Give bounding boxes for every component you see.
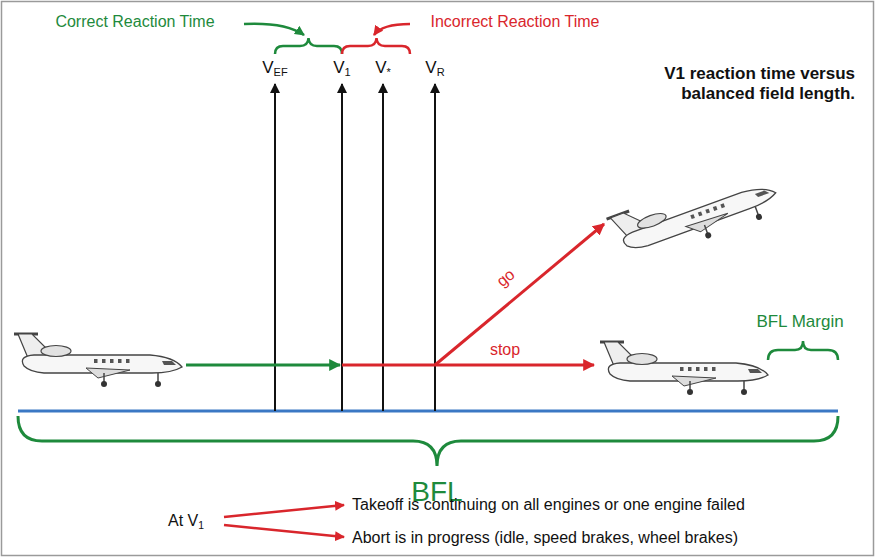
speed-label: V1	[333, 58, 351, 78]
correct-brace	[275, 38, 342, 54]
speed-label: V*	[375, 58, 391, 78]
outcome-label: Takeoff is continuing on all engines or …	[352, 496, 745, 514]
diagram-title: V1 reaction time versus balanced field l…	[615, 64, 855, 105]
branch-label: At V1	[168, 512, 204, 530]
vr-marker	[434, 84, 436, 411]
incorrect-brace	[342, 38, 410, 54]
go-arrow	[435, 224, 604, 365]
outcome-label: Abort is in progress (idle, speed brakes…	[352, 529, 738, 547]
stop-arrow	[342, 364, 594, 367]
speed-markers	[275, 84, 435, 411]
bfl-brace	[18, 416, 838, 466]
path-label: go	[493, 265, 518, 291]
v1-marker	[341, 84, 343, 411]
accel-arrow	[186, 364, 340, 367]
continue-pointer	[224, 505, 344, 517]
runway-line	[18, 410, 838, 413]
path-label: stop	[490, 341, 520, 359]
speed-label: VEF	[262, 58, 287, 78]
margin-label: BFL Margin	[756, 312, 843, 332]
abort-pointer	[224, 525, 344, 537]
jet-airborne	[607, 162, 783, 269]
jet-stopped	[600, 342, 768, 395]
correct-pointer	[244, 24, 304, 35]
vef-marker	[274, 84, 276, 411]
margin-brace	[768, 341, 838, 360]
vstar-marker	[382, 84, 384, 411]
annotation-label: Correct Reaction Time	[55, 13, 214, 31]
speed-label: VR	[425, 58, 444, 78]
jet-start	[14, 334, 182, 387]
incorrect-pointer	[374, 24, 410, 35]
annotation-label: Incorrect Reaction Time	[431, 13, 600, 31]
